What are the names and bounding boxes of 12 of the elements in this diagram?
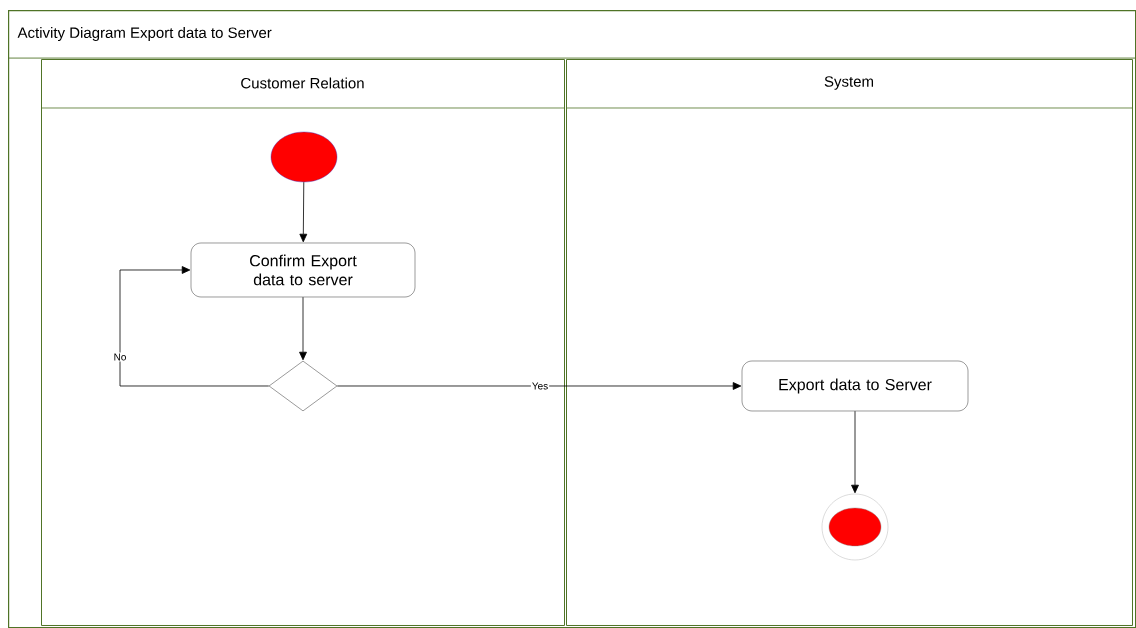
action-box: Confirm Export data to server [190,242,416,298]
arrow [119,266,270,387]
action-box: Export data to Server [741,360,969,412]
arrow [851,410,859,494]
edge-label: No [114,353,126,361]
arrow [299,296,307,361]
arrow [336,382,742,390]
edge-label: Yes [532,382,548,390]
decision-diamond [268,360,338,412]
arrow [299,181,308,243]
final-node [821,493,889,561]
initial-node [270,131,338,183]
